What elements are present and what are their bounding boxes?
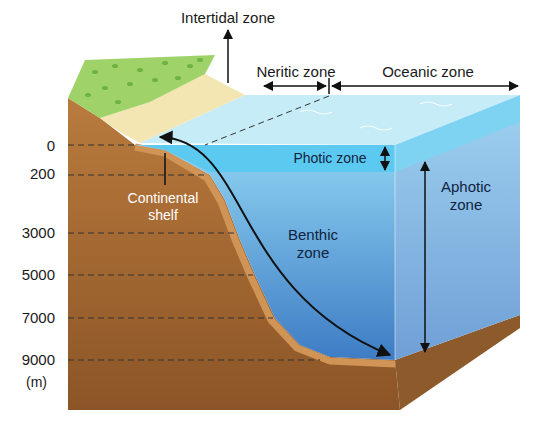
zone-label: Oceanic zone [382,63,474,81]
zone-arrows [160,30,518,355]
feature-label: Continental shelf [117,190,209,224]
grass-tufts [85,58,203,104]
depth-value: 0 [47,137,55,155]
photic-band [140,145,395,172]
zone-tick [328,78,330,94]
zone-label: Intertidal zone [181,9,275,27]
zone-label: Aphotic zone [430,178,502,214]
depth-value: 3000 [22,224,55,242]
unit-label: (m) [26,374,47,391]
grassland [68,55,215,118]
zone-divider [205,96,329,145]
surface-ripple [300,102,452,130]
zone-label: Neritic zone [256,63,335,81]
zone-label: Benthic zone [278,226,348,262]
leader-line [164,153,166,185]
depth-value: 7000 [22,309,55,327]
block-edge [395,145,396,360]
zone-label: Photic zone [293,150,366,167]
water-cross-section [135,145,395,360]
earth-cross-section [68,98,400,410]
depth-value: 9000 [22,351,55,369]
depth-lines [68,145,320,360]
depth-value: 5000 [22,266,55,284]
depth-value: 200 [30,165,55,183]
